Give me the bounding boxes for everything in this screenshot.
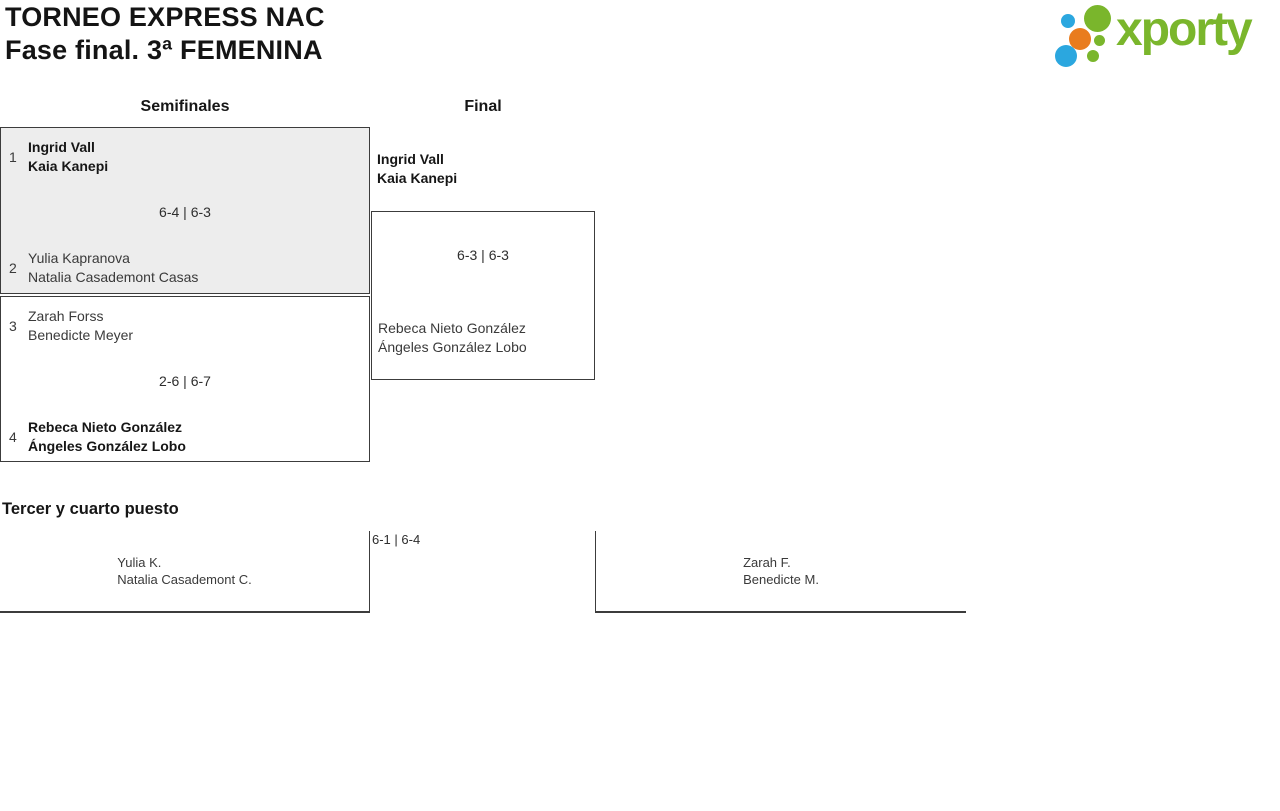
logo-dot-icon bbox=[1084, 5, 1111, 32]
team-names-wrap: Zarah F. Benedicte M. bbox=[596, 554, 966, 589]
logo-dot-icon bbox=[1094, 35, 1105, 46]
logo-dot-icon bbox=[1069, 28, 1091, 50]
semifinal-match-1: 1 Ingrid Vall Kaia Kanepi 6-4 | 6-3 2 Yu… bbox=[0, 127, 370, 294]
phase-name: Fase final. 3ª FEMENINA bbox=[5, 35, 323, 65]
third-place-left-slot: Yulia K. Natalia Casademont C. bbox=[0, 531, 370, 613]
seed-number: 1 bbox=[9, 149, 17, 165]
round-header-semifinals: Semifinales bbox=[140, 98, 230, 115]
team-names-wrap: Yulia K. Natalia Casademont C. bbox=[0, 554, 369, 589]
player-name: Benedicte Meyer bbox=[28, 327, 134, 343]
logo-dot-icon bbox=[1055, 45, 1077, 67]
logo-dot-icon bbox=[1061, 14, 1075, 28]
player-name: Ángeles González Lobo bbox=[378, 339, 527, 355]
final-match: 6-3 | 6-3 Rebeca Nieto González Ángeles … bbox=[371, 211, 595, 380]
player-name: Kaia Kanepi bbox=[28, 158, 109, 174]
seed-number: 4 bbox=[9, 429, 17, 445]
player-name: Yulia Kapranova bbox=[28, 250, 130, 266]
match-score: 6-4 | 6-3 bbox=[159, 204, 211, 220]
player-name: Zarah F. bbox=[743, 555, 791, 570]
third-place-score: 6-1 | 6-4 bbox=[372, 532, 421, 547]
player-name: Kaia Kanepi bbox=[377, 170, 458, 186]
player-name: Benedicte M. bbox=[743, 572, 819, 587]
logo-dot-icon bbox=[1087, 50, 1099, 62]
third-place-right-slot: Zarah F. Benedicte M. bbox=[595, 531, 966, 613]
team-names: Yulia K. Natalia Casademont C. bbox=[117, 554, 251, 588]
match-score: 2-6 | 6-7 bbox=[159, 373, 211, 389]
final-top-team: Ingrid Vall Kaia Kanepi bbox=[377, 150, 457, 188]
team-slot-seed2: 2 Yulia Kapranova Natalia Casademont Cas… bbox=[9, 249, 198, 287]
team-slot-seed4: 4 Rebeca Nieto González Ángeles González… bbox=[9, 418, 186, 456]
match-score: 6-3 | 6-3 bbox=[457, 247, 509, 263]
third-place-heading: Tercer y cuarto puesto bbox=[2, 500, 179, 518]
seed-number: 2 bbox=[9, 260, 17, 276]
team-names: Ingrid Vall Kaia Kanepi bbox=[28, 138, 108, 176]
final-bottom-team: Rebeca Nieto González Ángeles González L… bbox=[378, 319, 527, 357]
player-name: Ingrid Vall bbox=[28, 139, 95, 155]
player-name: Rebeca Nieto González bbox=[378, 320, 526, 336]
player-name: Zarah Forss bbox=[28, 308, 104, 324]
team-names: Rebeca Nieto González Ángeles González L… bbox=[378, 319, 527, 357]
round-header-final: Final bbox=[464, 98, 502, 115]
player-name: Ingrid Vall bbox=[377, 151, 444, 167]
player-name: Rebeca Nieto González bbox=[28, 419, 183, 435]
logo-wordmark: xporty bbox=[1116, 3, 1253, 56]
player-name: Yulia K. bbox=[117, 555, 162, 570]
player-name: Natalia Casademont C. bbox=[117, 572, 252, 587]
tournament-name: TORNEO EXPRESS NAC bbox=[5, 2, 325, 32]
seed-number: 3 bbox=[9, 318, 17, 334]
team-slot-seed1: 1 Ingrid Vall Kaia Kanepi bbox=[9, 138, 108, 176]
team-slot-seed3: 3 Zarah Forss Benedicte Meyer bbox=[9, 307, 133, 345]
semifinal-match-2: 3 Zarah Forss Benedicte Meyer 2-6 | 6-7 … bbox=[0, 296, 370, 462]
player-name: Ángeles González Lobo bbox=[28, 438, 186, 454]
team-names: Yulia Kapranova Natalia Casademont Casas bbox=[28, 249, 198, 287]
team-names: Zarah Forss Benedicte Meyer bbox=[28, 307, 133, 345]
page-title: TORNEO EXPRESS NAC Fase final. 3ª FEMENI… bbox=[5, 1, 325, 67]
team-names: Zarah F. Benedicte M. bbox=[743, 554, 819, 588]
player-name: Natalia Casademont Casas bbox=[28, 269, 199, 285]
team-names: Rebeca Nieto González Ángeles González L… bbox=[28, 418, 186, 456]
